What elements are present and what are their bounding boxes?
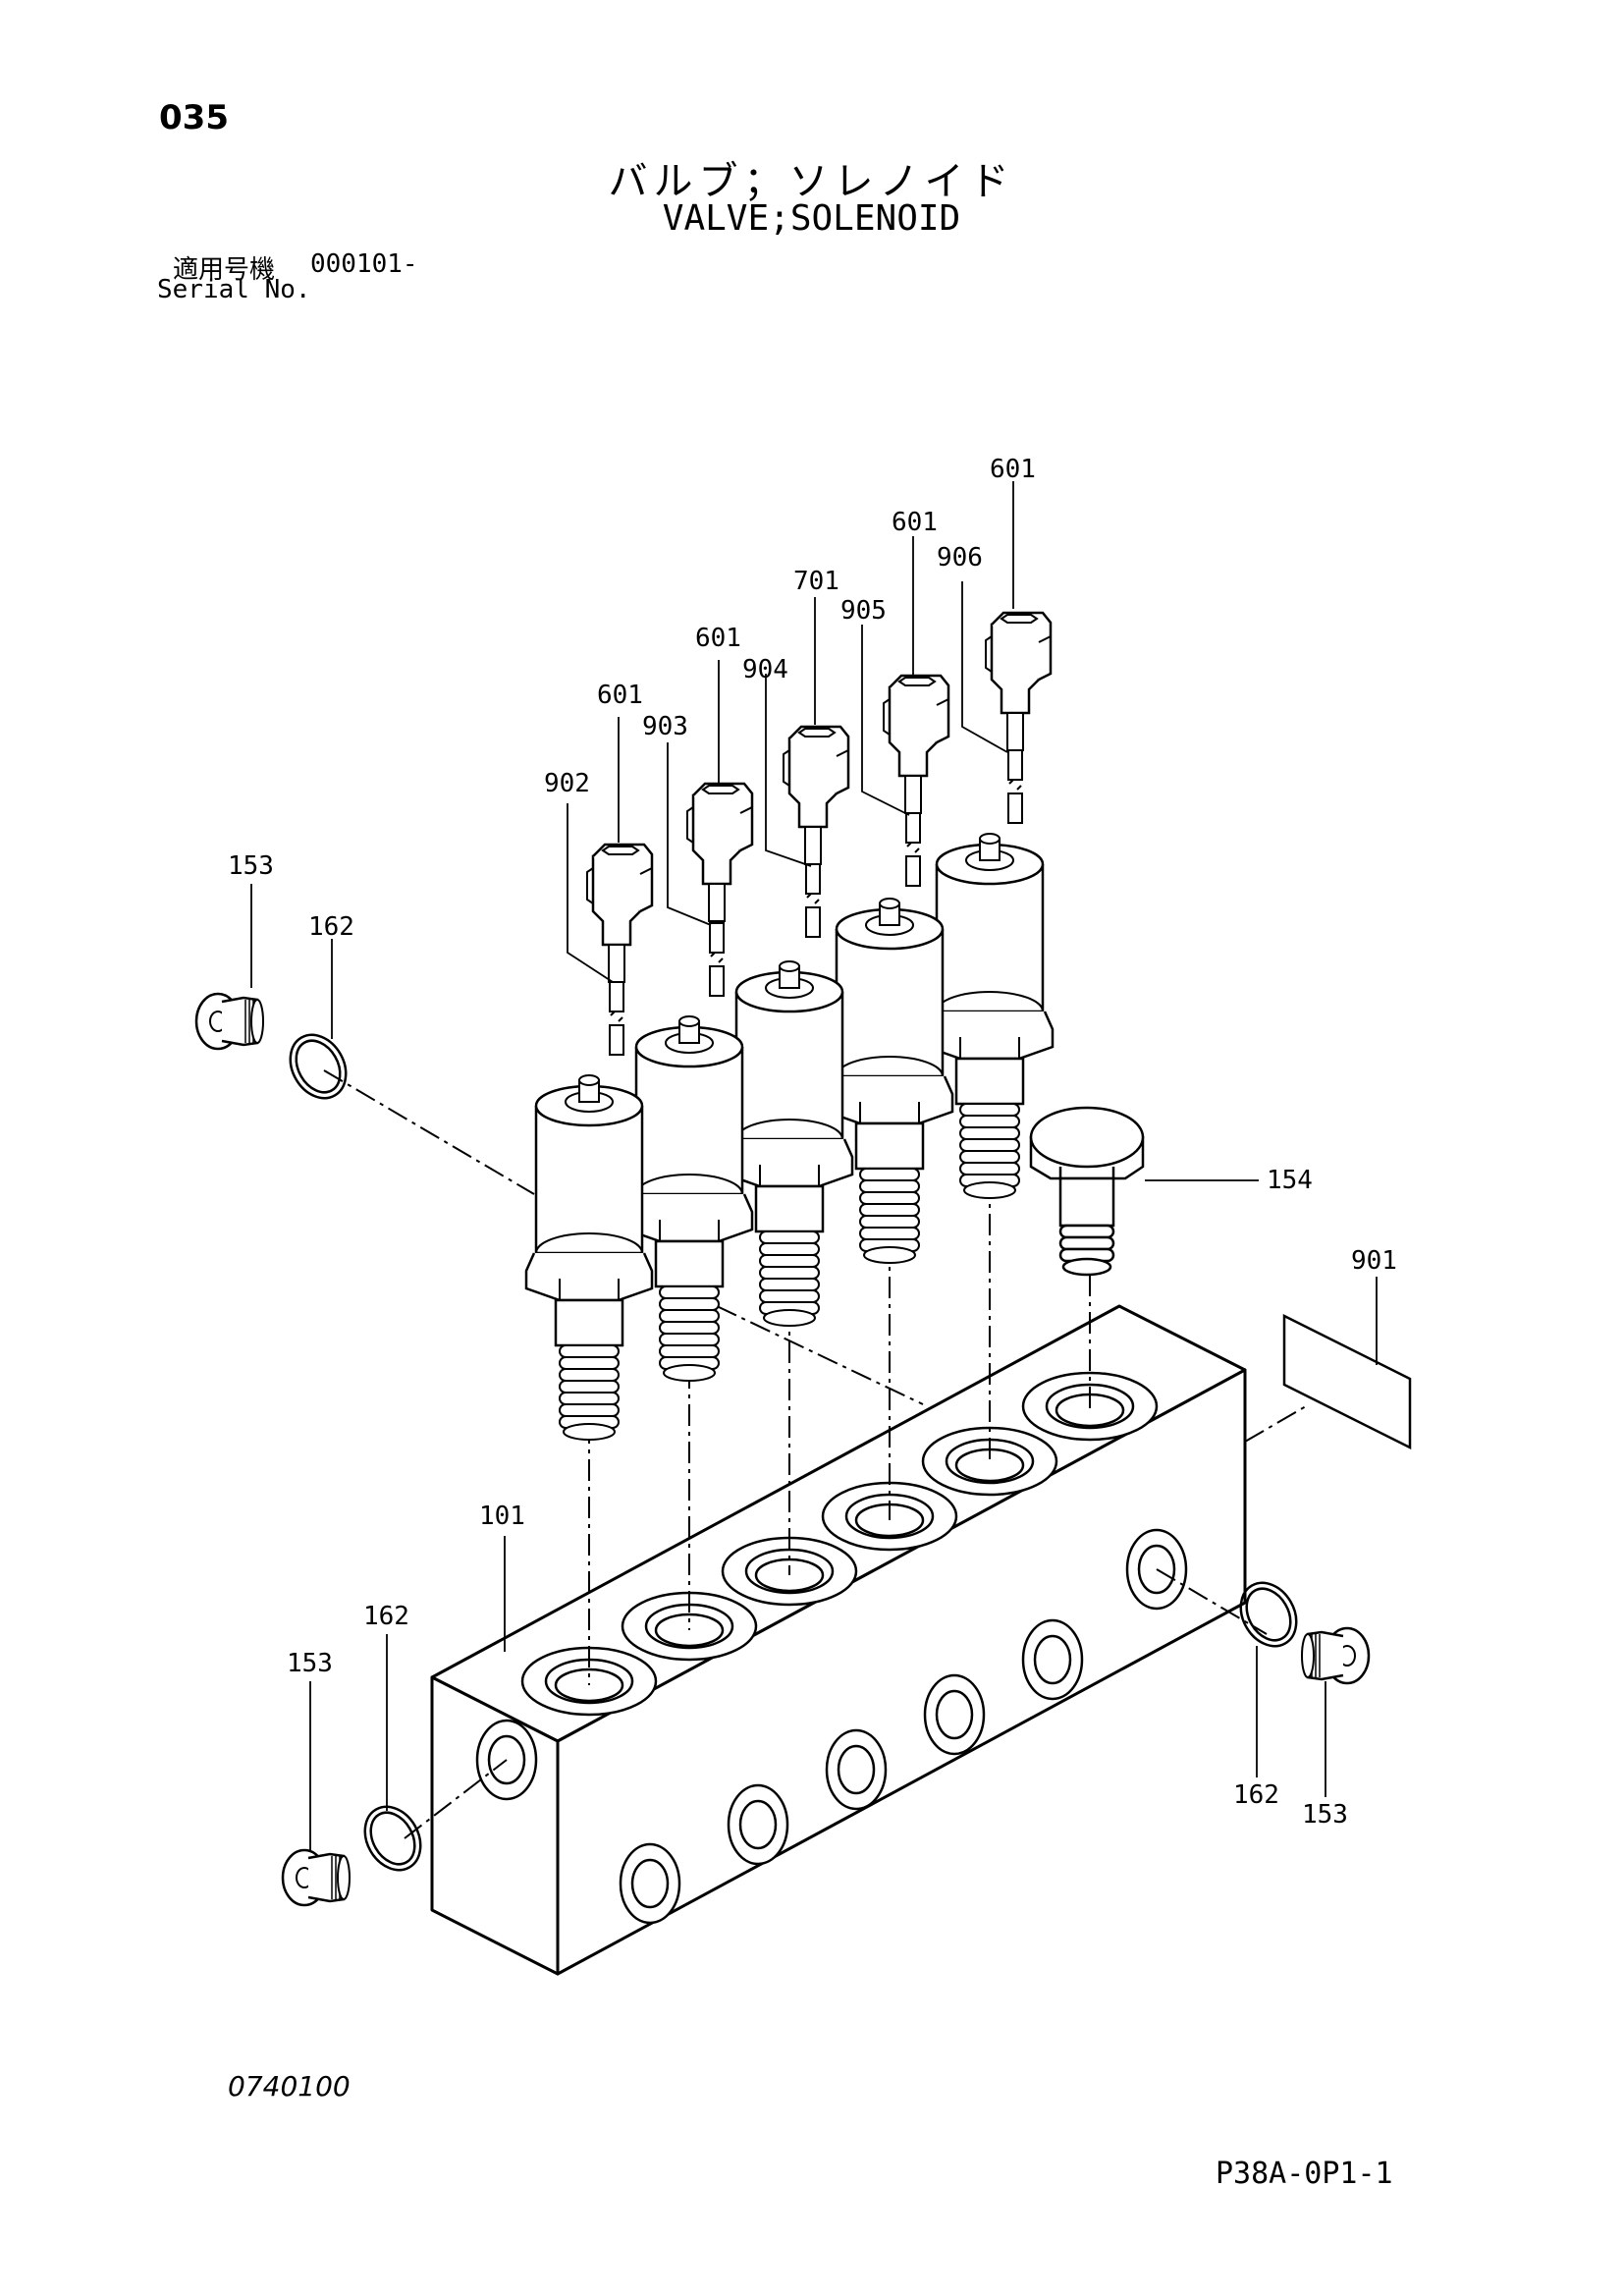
callout-601: 601 [892,508,938,537]
callout-153: 153 [1302,1800,1348,1830]
serial-range: 000101- [310,249,418,279]
callout-901: 901 [1351,1246,1397,1276]
top-ports [520,1371,1159,1717]
page-number: 035 [159,98,229,137]
drawing-code: 0740100 [228,2070,351,2103]
title-japanese: バルブ；ソレノイド [608,159,1015,204]
side-ports [475,1528,1188,1925]
page-code: P38A-0P1-1 [1216,2157,1393,2191]
center-lines [323,1069,1307,1839]
callout-labels: 601 601 906 701 905 601 904 601 903 902 … [228,455,1397,1830]
callout-904: 904 [742,655,788,684]
plug-153-top [194,992,265,1051]
callout-902: 902 [544,769,590,798]
callout-101: 101 [479,1502,525,1531]
title-english: VALVE;SOLENOID [662,198,961,239]
callout-154: 154 [1267,1166,1313,1195]
serial-label-japanese: 適用号機 [173,255,276,285]
callout-162: 162 [308,912,354,942]
callout-153: 153 [287,1649,333,1678]
callout-905: 905 [840,596,887,626]
relief-valve-154 [1029,1106,1145,1277]
callout-601: 601 [695,624,741,653]
plug-153-bottom [281,1848,352,1907]
serial-label-english: Serial No. [157,275,311,304]
callout-601: 601 [990,455,1036,484]
leader-lines [250,481,1378,1852]
plug-153-right [1300,1626,1371,1685]
callout-701: 701 [793,567,839,596]
callout-153: 153 [228,851,274,881]
o-rings-162 [289,1033,1298,1872]
callout-162: 162 [363,1602,409,1631]
callout-906: 906 [937,543,983,573]
callout-903: 903 [642,712,688,741]
callout-601: 601 [597,681,643,710]
callout-162: 162 [1233,1780,1279,1810]
nameplate-901 [1282,1313,1412,1450]
